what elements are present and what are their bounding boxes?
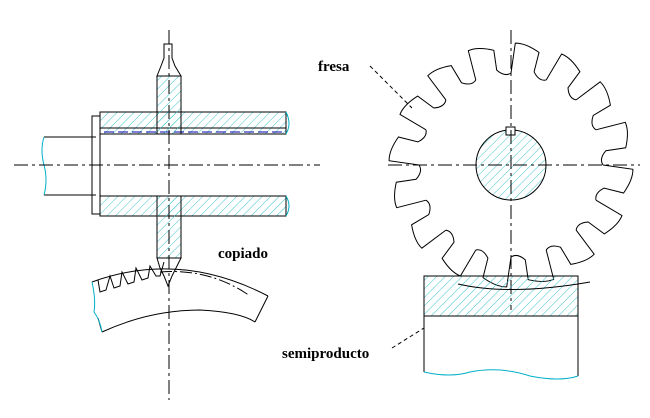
sleeve-break-line — [285, 111, 290, 217]
sleeve-bottom-hatch — [99, 195, 287, 217]
cutter-tooth — [595, 164, 634, 201]
cutter-tooth — [545, 53, 581, 101]
cutter-tooth — [467, 48, 512, 81]
cut-profile-line — [457, 281, 591, 290]
gear-blank-sector — [97, 295, 269, 333]
cutter-tooth — [545, 229, 595, 265]
gear-blank-pitch-line — [159, 271, 251, 297]
cutter-tooth — [427, 65, 477, 101]
shaft-outline — [44, 136, 96, 196]
cutter-tooth — [411, 199, 447, 249]
cutter-tooth — [575, 81, 611, 131]
workpiece-cut-zone — [423, 275, 579, 317]
semiproducto-leader-line — [391, 327, 425, 349]
fresa-leader-line — [369, 65, 413, 109]
shaft-break-line — [41, 136, 47, 196]
cutter-tooth — [575, 199, 623, 235]
cutter-tooth — [441, 229, 477, 277]
gear-blank-break — [91, 281, 103, 333]
workpiece: semiproducto — [282, 275, 591, 380]
cutter-tooth — [394, 164, 427, 209]
workpiece-break-line — [423, 369, 579, 380]
gear-blank-teeth — [97, 261, 165, 293]
workpiece-body — [423, 316, 579, 376]
label-semiproducto: semiproducto — [282, 346, 369, 362]
cutter-tooth — [595, 121, 628, 166]
label-fresa: fresa — [318, 59, 350, 75]
arbor-section-view: copiado — [14, 30, 320, 400]
cutter-front-view: fresa — [318, 30, 640, 310]
cutter-tooth — [388, 129, 427, 166]
label-copiado: copiado — [218, 246, 268, 262]
cutter-tooth — [510, 42, 547, 81]
gear-blank-outer-arc — [91, 268, 269, 297]
sleeve-top-hatch — [99, 111, 287, 135]
cutter-tooth — [399, 95, 447, 131]
